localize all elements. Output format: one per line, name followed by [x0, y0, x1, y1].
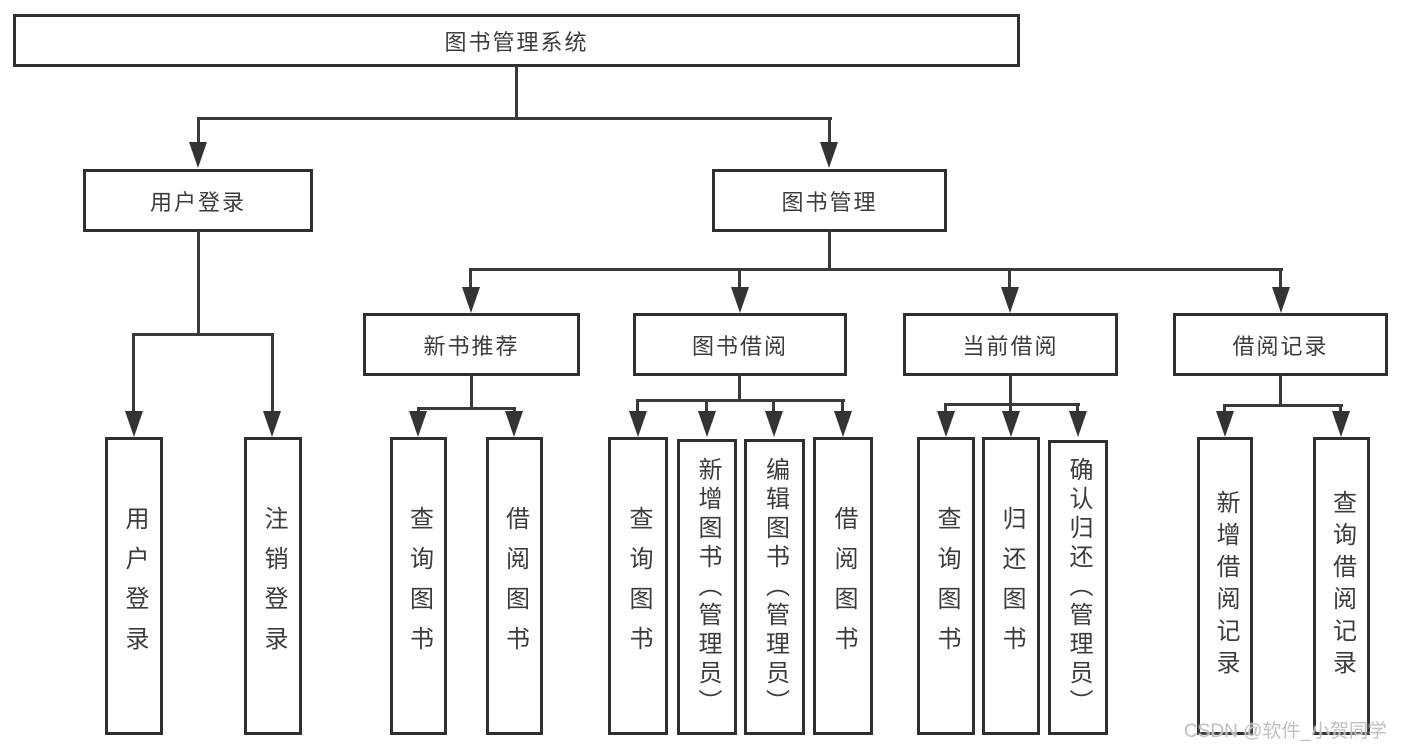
csdn-watermark: CSDN @软件_小贺同学 [1184, 721, 1387, 742]
connector-current-vline [1009, 375, 1012, 406]
arrowhead-book-borrowing [731, 287, 749, 313]
node-book-management-label: 图书管理 [781, 189, 878, 215]
connector-current-drop-2 [1009, 403, 1012, 415]
leaf-add-borrow-record-label: 新增借阅记录 [1212, 490, 1239, 682]
arrowhead-current-borrowing [1001, 287, 1019, 313]
node-borrow-records-label: 借阅记录 [1232, 333, 1329, 359]
node-user-login-label: 用户登录 [149, 189, 246, 215]
connector-book-mgmt-drop-3 [1008, 268, 1011, 290]
node-new-book-recommend: 新书推荐 [363, 313, 580, 376]
node-current-borrowing: 当前借阅 [903, 313, 1118, 376]
connector-user-login-hbar [132, 333, 274, 336]
connector-user-login-vline [197, 231, 200, 335]
leaf-search-books-1: 查询图书 [390, 437, 447, 735]
connector-root-hbar [197, 117, 832, 120]
connector-borrowing-drop-2 [705, 399, 708, 413]
connector-records-vline [1279, 375, 1282, 407]
connector-user-login-drop-2 [271, 333, 274, 415]
connector-borrowing-vline [738, 375, 741, 402]
connector-book-mgmt-drop-4 [1279, 268, 1282, 290]
leaf-add-book-admin: 新增图书（管理员） [677, 439, 737, 735]
connector-root-drop-right [828, 117, 831, 145]
connector-records-drop-1 [1223, 404, 1226, 416]
leaf-add-book-admin-label: 新增图书（管理员） [694, 456, 721, 718]
arrowhead-book-management [820, 142, 838, 168]
connector-current-hbar [944, 403, 1080, 406]
connector-root-vline [515, 66, 518, 119]
node-book-borrowing-label: 图书借阅 [691, 333, 788, 359]
arrowhead-new-book-recommend [462, 287, 480, 313]
connector-current-drop-1 [944, 403, 947, 415]
connector-root-drop-left [197, 117, 200, 145]
arrowhead-edit-book-admin [765, 411, 783, 437]
node-library-system: 图书管理系统 [13, 14, 1020, 67]
arrowhead-search-books-3 [937, 411, 955, 437]
arrowhead-user-login [189, 142, 207, 168]
arrowhead-borrow-books-1 [505, 411, 523, 437]
arrowhead-borrow-books-2 [834, 411, 852, 437]
node-library-system-label: 图书管理系统 [444, 29, 589, 55]
leaf-borrow-books-2-label: 借阅图书 [830, 506, 857, 666]
connector-book-mgmt-drop-1 [469, 268, 472, 290]
leaf-add-borrow-record: 新增借阅记录 [1197, 437, 1253, 735]
leaf-logout: 注销登录 [244, 437, 302, 735]
arrowhead-search-books-2 [629, 411, 647, 437]
leaf-return-books-label: 归还图书 [998, 506, 1025, 666]
connector-records-hbar [1223, 404, 1343, 407]
connector-borrowing-hbar [636, 399, 845, 402]
leaf-user-login: 用户登录 [105, 437, 163, 735]
node-book-management: 图书管理 [712, 169, 947, 232]
connector-current-drop-3 [1076, 403, 1079, 415]
node-book-borrowing: 图书借阅 [633, 313, 847, 376]
arrowhead-add-book-admin [698, 411, 716, 437]
leaf-confirm-return-admin: 确认归还（管理员） [1048, 440, 1108, 735]
leaf-user-login-label: 用户登录 [121, 506, 148, 666]
node-user-login: 用户登录 [83, 169, 313, 232]
connector-book-mgmt-hbar [469, 268, 1283, 271]
arrowhead-return-books [1002, 411, 1020, 437]
leaf-search-books-3-label: 查询图书 [933, 506, 960, 666]
arrowhead-search-borrow-record [1332, 411, 1350, 437]
connector-borrowing-drop-1 [636, 399, 639, 413]
connector-borrowing-drop-4 [841, 399, 844, 413]
leaf-search-books-3: 查询图书 [917, 437, 975, 735]
connector-records-drop-2 [1339, 404, 1342, 416]
leaf-search-books-2: 查询图书 [608, 437, 668, 735]
leaf-search-books-1-label: 查询图书 [405, 506, 433, 666]
connector-book-mgmt-drop-2 [738, 268, 741, 290]
arrowhead-confirm-return-admin [1069, 411, 1087, 437]
arrowhead-search-books-1 [409, 411, 427, 437]
connector-new-book-vline [470, 375, 473, 409]
connector-user-login-drop-1 [132, 333, 135, 415]
connector-borrowing-drop-3 [772, 399, 775, 413]
leaf-search-borrow-record: 查询借阅记录 [1313, 437, 1370, 735]
node-current-borrowing-label: 当前借阅 [962, 333, 1059, 359]
leaf-borrow-books-2: 借阅图书 [813, 437, 873, 735]
node-new-book-recommend-label: 新书推荐 [423, 333, 520, 359]
arrowhead-leaf-logout [263, 411, 281, 437]
node-borrow-records: 借阅记录 [1173, 313, 1388, 376]
arrowhead-borrow-records [1272, 287, 1290, 313]
leaf-return-books: 归还图书 [982, 437, 1040, 735]
leaf-logout-label: 注销登录 [260, 506, 287, 666]
leaf-search-borrow-record-label: 查询借阅记录 [1328, 490, 1356, 682]
arrowhead-leaf-user-login [125, 411, 143, 437]
leaf-borrow-books-1: 借阅图书 [486, 437, 543, 735]
connector-book-mgmt-vline [828, 231, 831, 271]
leaf-edit-book-admin: 编辑图书（管理员） [744, 439, 805, 735]
leaf-confirm-return-admin-label: 确认归还（管理员） [1065, 457, 1092, 718]
leaf-edit-book-admin-label: 编辑图书（管理员） [761, 456, 789, 718]
arrowhead-add-borrow-record [1216, 411, 1234, 437]
leaf-borrow-books-1-label: 借阅图书 [501, 506, 529, 666]
leaf-search-books-2-label: 查询图书 [625, 506, 652, 666]
connector-new-book-hbar [417, 407, 516, 410]
